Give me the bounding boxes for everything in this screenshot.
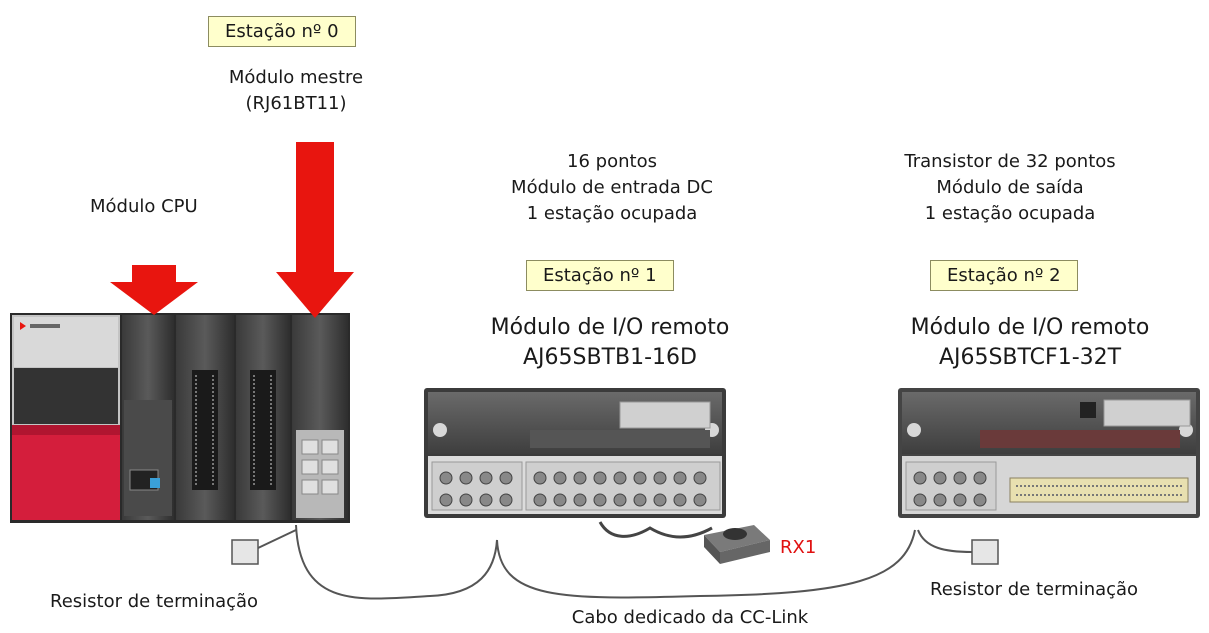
station-1-model: AJ65SBTB1-16D [523,345,697,370]
station-2-name: Módulo de I/O remoto [910,315,1150,340]
station-1-name: Módulo de I/O remoto [490,315,730,340]
station-0-box: Estação nº 0 [208,16,356,47]
plc-rack [10,313,350,523]
termination-resistor-right [971,539,999,565]
master-module-model: (RJ61BT11) [245,93,347,114]
station-1-box: Estação nº 1 [526,260,674,291]
master-arrow [276,142,354,318]
termination-resistor-left [231,539,259,565]
master-module-label: Módulo mestre [228,67,364,88]
station-2-box: Estação nº 2 [930,260,1078,291]
station-2-model: AJ65SBTCF1-32T [938,345,1122,370]
sensor-wire [598,521,713,539]
station-2-desc-1: Transistor de 32 pontos [904,151,1116,172]
cable-label: Cabo dedicado da CC-Link [571,607,809,628]
termination-resistor-left-label: Resistor de terminação [50,591,259,612]
station-1-desc-2: Módulo de entrada DC [511,177,713,198]
station-2-desc-3: 1 estação ocupada [924,203,1096,224]
cpu-module-label: Módulo CPU [90,196,198,217]
sensor-rx1 [704,525,770,564]
station-1-desc-1: 16 pontos [567,151,657,172]
remote-io-module-2 [898,388,1200,518]
station-1-desc-3: 1 estação ocupada [526,203,698,224]
termination-resistor-right-label: Resistor de terminação [930,579,1139,600]
remote-io-module-1 [424,388,726,518]
station-2-desc-2: Módulo de saída [936,177,1084,198]
cc-link-cable [295,524,916,600]
cpu-arrow [110,265,198,315]
sensor-label: RX1 [780,537,817,558]
